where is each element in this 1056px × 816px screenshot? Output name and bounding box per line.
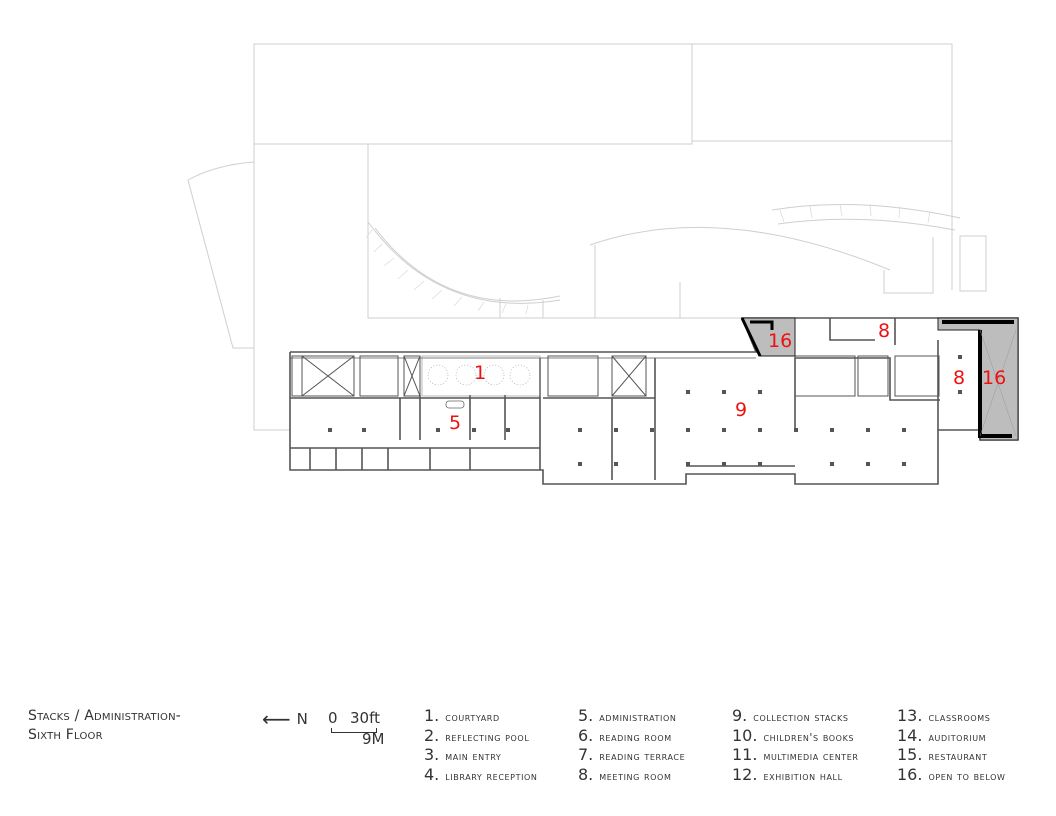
legend-num: 14. (897, 725, 923, 745)
legend-label: Reading Terrace (599, 750, 686, 763)
legend-num: 4. (424, 764, 440, 784)
legend-label: Exhibition Hall (763, 769, 843, 783)
legend-num: 1. (424, 706, 440, 725)
scale-bar: 0 30ft 9M (328, 709, 388, 749)
legend-item: 1. Courtyard (424, 706, 538, 726)
legend-label: Main Entry (445, 750, 502, 763)
drawing-title-line1: Stacks / Administration- (28, 708, 181, 724)
legend-label: Multimedia Center (763, 750, 859, 763)
legend-label: Reading Room (599, 730, 672, 744)
legend-label: Collection Stacks (753, 711, 849, 724)
room-label-9: 9 (735, 399, 748, 421)
room-label-1: 1 (474, 362, 487, 384)
legend-num: 13. (897, 706, 923, 725)
legend-item: 14. Auditorium (897, 726, 1006, 746)
floor-plan (187, 43, 1019, 485)
legend-label: Reflecting Pool (445, 730, 530, 744)
legend-item: 5. Administration (578, 706, 685, 726)
scale-start: 0 (328, 709, 338, 727)
legend-item: 9. Collection Stacks (732, 706, 859, 726)
room-label-16-west: 16 (768, 330, 793, 352)
north-indicator: ⟵N (262, 707, 308, 731)
open-to-below-areas (740, 317, 1019, 441)
legend-label: Classrooms (928, 711, 991, 724)
legend-item: 3. Main Entry (424, 745, 538, 765)
legend-label: Auditorium (928, 730, 987, 744)
legend-label: Children's Books (763, 730, 855, 744)
legend-num: 7. (578, 745, 594, 764)
drawing-title: Stacks / Administration- Sixth Floor (28, 707, 181, 745)
room-label-16-east: 16 (982, 367, 1007, 389)
north-label: N (296, 710, 308, 728)
legend-num: 15. (897, 745, 923, 764)
legend-label: Library Reception (445, 769, 538, 783)
legend-item: 8. Meeting Room (578, 765, 685, 785)
legend-item: 16. Open to Below (897, 765, 1006, 785)
legend-item: 2. Reflecting Pool (424, 726, 538, 746)
room-label-8-east: 8 (953, 367, 966, 389)
legend-item: 10. Children's Books (732, 726, 859, 746)
column-grid (328, 355, 962, 466)
legend-label: Restaurant (928, 750, 988, 763)
left-arrow-icon: ⟵ (262, 707, 291, 731)
legend-label: Courtyard (445, 711, 500, 724)
legend-item: 15. Restaurant (897, 745, 1006, 765)
scale-bar-line (331, 728, 377, 733)
legend-item: 11. Multimedia Center (732, 745, 859, 765)
legend-num: 11. (732, 745, 758, 764)
legend-num: 16. (897, 764, 923, 784)
meeting-table (445, 400, 465, 409)
room-label-8-north: 8 (878, 320, 891, 342)
lower-floor-outline (187, 43, 987, 431)
legend-column-1: 1. Courtyard 2. Reflecting Pool 3. Main Ent… (424, 706, 538, 784)
legend-label: Open to Below (928, 769, 1006, 783)
legend-num: 9. (732, 706, 748, 725)
service-cores (291, 355, 940, 397)
legend-num: 3. (424, 745, 440, 764)
legend-column-4: 13. Classrooms 14. Auditorium 15. Restauran… (897, 706, 1006, 784)
sixth-floor-walls (289, 317, 1019, 485)
legend-item: 6. Reading Room (578, 726, 685, 746)
legend-item: 7. Reading Terrace (578, 745, 685, 765)
room-label-5: 5 (449, 412, 462, 434)
legend-item: 4. Library Reception (424, 765, 538, 785)
scale-metric: 9M (362, 730, 385, 748)
legend-column-2: 5. Administration 6. Reading Room 7. Readin… (578, 706, 685, 784)
legend-num: 5. (578, 706, 594, 725)
scale-imperial: 30ft (350, 709, 380, 727)
legend-item: 13. Classrooms (897, 706, 1006, 726)
legend-column-3: 9.Collection Stacks 10.Children's Books … (732, 706, 859, 784)
legend-label: Administration (599, 711, 677, 724)
legend-item: 12. Exhibition Hall (732, 765, 859, 785)
legend-num: 8. (578, 764, 594, 784)
legend-num: 12. (732, 764, 758, 784)
legend-num: 2. (424, 725, 440, 745)
drawing-title-line2: Sixth Floor (28, 727, 103, 743)
legend-label: Meeting Room (599, 769, 672, 783)
courtyard-plantings (421, 355, 541, 397)
legend-num: 10. (732, 725, 758, 745)
curved-stair-hatch (365, 203, 931, 315)
legend-num: 6. (578, 725, 594, 745)
